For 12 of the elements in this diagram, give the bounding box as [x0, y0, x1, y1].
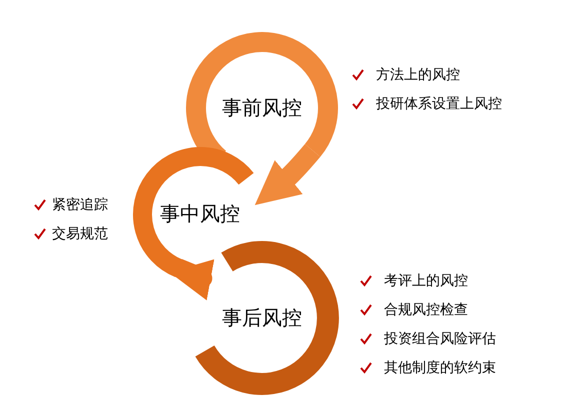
node-label: 事中风控 [159, 200, 241, 228]
checklist-item: 投资组合风险评估 [384, 330, 496, 348]
checklist-item: 交易规范 [52, 225, 108, 243]
arrow [255, 144, 320, 206]
node-label: 事前风控 [221, 94, 303, 122]
node-label: 事后风控 [221, 304, 303, 332]
checklist-item: 方法上的风控 [376, 66, 460, 84]
checklist-item: 紧密追踪 [52, 196, 108, 214]
checklist-item: 合规风控检查 [384, 301, 468, 319]
checklist-item: 考评上的风控 [384, 272, 468, 290]
checklist-item: 投研体系设置上风控 [376, 95, 502, 113]
checklist-item: 其他制度的软约束 [384, 359, 496, 377]
